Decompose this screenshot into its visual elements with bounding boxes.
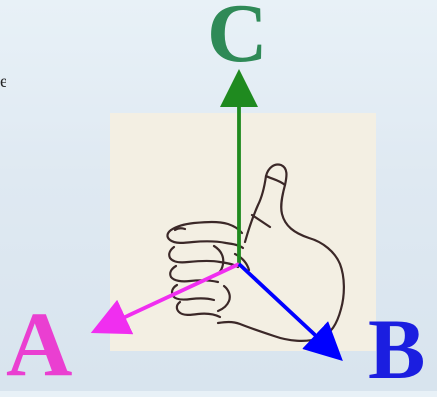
paper-background xyxy=(110,113,376,351)
label-c: C xyxy=(207,0,268,76)
label-b: B xyxy=(368,306,425,392)
label-a: A xyxy=(6,298,72,390)
